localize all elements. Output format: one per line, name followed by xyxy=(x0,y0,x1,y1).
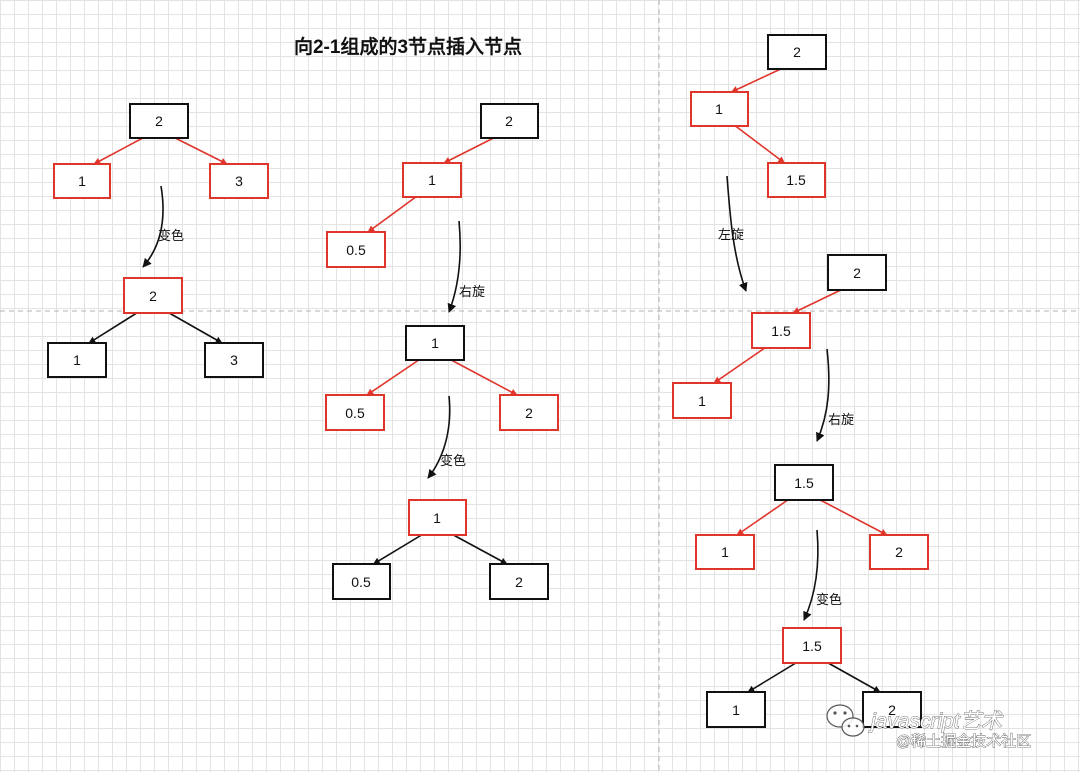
node-label: 1 xyxy=(732,702,740,718)
op-label-c-rotate-left: 左旋 xyxy=(718,227,744,242)
node-label: 1 xyxy=(721,544,729,560)
watermark-subtitle: @稀土掘金技术社区 xyxy=(896,733,1031,750)
operation-labels: 变色 右旋 变色 左旋 右旋 变色 xyxy=(158,227,854,607)
op-arrow-c-recolor xyxy=(803,529,819,621)
op-label-c-rotate-right: 右旋 xyxy=(828,412,854,427)
operation-arrows xyxy=(142,175,830,621)
node-label: 2 xyxy=(505,113,513,129)
op-arrow-c-rotate-right xyxy=(816,348,830,442)
edge-b1-b2 xyxy=(443,137,494,164)
node-label: 1 xyxy=(715,101,723,117)
node-a1: 2 xyxy=(129,103,189,139)
node-label: 2 xyxy=(853,265,861,281)
node-c8: 1 xyxy=(695,534,755,570)
edge-a1-a3 xyxy=(174,137,228,165)
node-label: 1.5 xyxy=(802,638,822,654)
node-label: 3 xyxy=(235,173,243,189)
node-a6: 3 xyxy=(204,342,264,378)
node-c1: 2 xyxy=(767,34,827,70)
op-label-b-recolor: 变色 xyxy=(440,453,466,468)
node-label: 1 xyxy=(78,173,86,189)
op-label-a-recolor: 变色 xyxy=(158,228,184,243)
node-c6: 1 xyxy=(672,382,732,419)
watermark-title: javascript艺术 xyxy=(868,710,1004,733)
edge-a4-a6 xyxy=(168,312,223,344)
node-a4: 2 xyxy=(123,277,183,314)
op-label-c-recolor: 变色 xyxy=(816,592,842,607)
node-c4: 2 xyxy=(827,254,887,291)
node-b8: 0.5 xyxy=(332,563,391,600)
edge-b7-b9 xyxy=(453,534,508,565)
edge-c5-c6 xyxy=(713,347,766,384)
edge-b4-b5 xyxy=(366,359,420,396)
node-label: 1.5 xyxy=(794,475,814,491)
edges-layer xyxy=(88,68,888,693)
node-label: 1.5 xyxy=(786,172,806,188)
edge-c2-c3 xyxy=(734,125,786,164)
node-c12: 2 xyxy=(862,691,922,728)
diagram-title: 向2-1组成的3节点插入节点 xyxy=(294,35,522,58)
node-label: 2 xyxy=(793,44,801,60)
edge-c7-c8 xyxy=(736,499,789,536)
edge-a4-a5 xyxy=(88,312,138,344)
node-label: 1 xyxy=(433,510,441,526)
edge-b7-b8 xyxy=(372,534,422,565)
node-label: 2 xyxy=(149,288,157,304)
node-c9: 2 xyxy=(869,534,929,570)
node-c11: 1 xyxy=(706,691,766,728)
node-b9: 2 xyxy=(489,563,549,600)
edge-b4-b6 xyxy=(450,359,518,396)
wechat-icon xyxy=(826,704,865,737)
node-label: 0.5 xyxy=(346,242,366,258)
node-a2: 1 xyxy=(53,163,111,199)
nodes-layer: 2 1 3 2 1 3 2 1 0.5 1 0.5 2 1 0.5 2 2 1 … xyxy=(47,34,929,728)
node-b7: 1 xyxy=(408,499,467,536)
watermark: javascript艺术 @稀土掘金技术社区 xyxy=(826,704,1032,750)
node-label: 3 xyxy=(230,352,238,368)
node-label: 0.5 xyxy=(345,405,365,421)
op-arrow-c-rotate-left xyxy=(726,175,748,292)
node-b3: 0.5 xyxy=(326,231,386,268)
node-label: 1 xyxy=(698,393,706,409)
node-label: 1 xyxy=(431,335,439,351)
edge-c4-c5 xyxy=(792,289,842,314)
node-b5: 0.5 xyxy=(325,394,385,431)
node-b2: 1 xyxy=(402,162,462,198)
node-label: 2 xyxy=(515,574,523,590)
op-arrow-b-recolor xyxy=(427,395,451,479)
node-a5: 1 xyxy=(47,342,107,378)
node-c7: 1.5 xyxy=(774,464,834,501)
node-label: 2 xyxy=(525,405,533,421)
node-b4: 1 xyxy=(405,325,465,361)
node-a3: 3 xyxy=(209,163,269,199)
node-b6: 2 xyxy=(499,394,559,431)
op-arrow-a-recolor xyxy=(142,185,164,268)
node-c2: 1 xyxy=(690,91,749,127)
node-label: 2 xyxy=(888,702,896,718)
op-arrow-b-rotate xyxy=(447,220,462,313)
node-label: 1.5 xyxy=(771,323,791,339)
node-label: 2 xyxy=(155,113,163,129)
node-label: 1 xyxy=(73,352,81,368)
node-label: 2 xyxy=(895,544,903,560)
edge-a1-a2 xyxy=(93,137,144,165)
edge-c10-c12 xyxy=(827,662,881,693)
edge-c10-c11 xyxy=(747,662,797,693)
node-b1: 2 xyxy=(480,103,539,139)
node-label: 0.5 xyxy=(351,574,371,590)
node-label: 1 xyxy=(428,172,436,188)
edge-c1-c2 xyxy=(730,68,782,93)
op-label-b-rotate: 右旋 xyxy=(459,284,485,299)
edge-c7-c9 xyxy=(819,499,888,536)
node-c5: 1.5 xyxy=(751,312,811,349)
node-c3: 1.5 xyxy=(767,162,826,198)
node-c10: 1.5 xyxy=(782,627,842,664)
edge-b2-b3 xyxy=(367,196,417,233)
